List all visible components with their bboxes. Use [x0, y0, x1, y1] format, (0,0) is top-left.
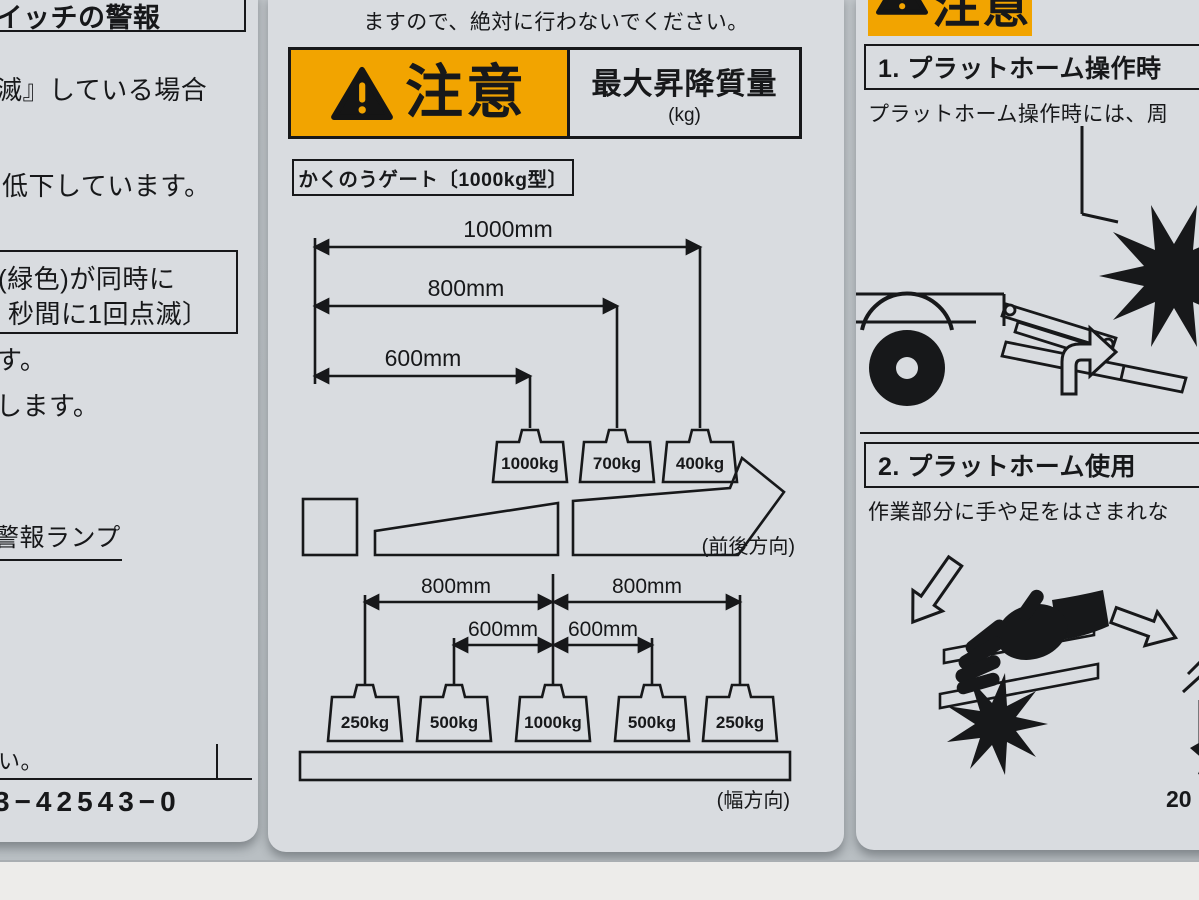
dim-800mm-label: 800mm — [428, 275, 505, 301]
weight-block — [701, 683, 779, 743]
weight-block — [491, 428, 569, 484]
left-line-case: 滅』している場合 — [0, 75, 208, 105]
weight-block — [613, 683, 691, 743]
weight-block — [578, 428, 656, 484]
width-direction-label: (幅方向) — [717, 789, 790, 812]
dim-600mm-label: 600mm — [385, 345, 462, 371]
front-back-dimension-labels: 1000mm 800mm 600mm — [385, 216, 553, 371]
section2-title-box: 2. プラットホーム使用 — [864, 442, 1199, 488]
center-caution-label: ますので、絶対に行わないでください。 注意 最大昇降質量 (kg) かくのうゲー… — [268, 0, 844, 852]
front-back-dimension-lines — [312, 238, 703, 428]
left-table-divider — [216, 744, 218, 778]
front-back-weight-blocks — [491, 428, 739, 484]
weight-250kg-label: 250kg — [716, 713, 764, 732]
section2-title: 2. プラットホーム使用 — [878, 453, 1137, 481]
section-divider — [860, 432, 1199, 434]
caution-title: 注意 — [404, 60, 527, 125]
left-green-box: (緑色)が同時に 秒間に1回点滅〕 — [0, 250, 238, 334]
weight-500kg-label: 500kg — [430, 713, 478, 732]
dim-800mm-right-label: 800mm — [612, 575, 682, 598]
caution-yellow-box: 注意 — [291, 50, 567, 136]
width-dimension-labels: 800mm 800mm 600mm 600mm — [421, 575, 682, 641]
max-load-title: 最大昇降質量 — [591, 68, 778, 101]
weight-250kg-label: 250kg — [341, 713, 389, 732]
truck-wheel — [869, 330, 945, 406]
weight-1000kg-label: 1000kg — [524, 713, 582, 732]
left-green-box-line1: (緑色)が同時に — [0, 264, 176, 294]
right-caution-label: 注意 1. プラットホーム操作時 プラットホーム操作時には、周 — [856, 0, 1199, 850]
weight-block — [415, 683, 493, 743]
hand-icon — [955, 589, 1109, 695]
gate-type-title-box: かくのうゲート〔1000kg型〕 — [292, 159, 574, 196]
weight-700kg-label: 700kg — [593, 454, 641, 473]
weight-1000kg-label: 1000kg — [501, 454, 559, 473]
wall-below-labels — [0, 860, 1199, 900]
load-capacity-diagram: 1000mm 800mm 600mm 1000kg 700kg 400kg — [298, 216, 795, 812]
front-back-weight-labels: 1000kg 700kg 400kg — [501, 454, 724, 473]
dim-800mm-left-label: 800mm — [421, 575, 491, 598]
gate-type-title: かくのうゲート〔1000kg型〕 — [298, 169, 568, 191]
plate-edges-partial — [1181, 660, 1199, 749]
arrow-down-left-icon — [911, 554, 964, 625]
weight-block — [326, 683, 404, 743]
left-top-box-text: スイッチの警報 — [0, 3, 161, 33]
caution-header: 注意 最大昇降質量 (kg) — [288, 47, 802, 139]
left-part-number-rule — [0, 778, 252, 780]
truck-tail-lift-illustration — [856, 126, 1199, 406]
weight-500kg-label: 500kg — [628, 713, 676, 732]
left-green-box-line2: 秒間に1回点滅〕 — [8, 299, 209, 329]
warning-triangle-icon — [876, 0, 928, 15]
alarm-lamp-label-box: 警報ランプ — [0, 518, 122, 561]
part-number: 3−42543−0 — [0, 786, 181, 817]
dim-600mm-right-label: 600mm — [568, 618, 638, 641]
left-warning-label: スイッチの警報 滅』している場合 低下しています。 (緑色)が同時に 秒間に1回… — [0, 0, 258, 842]
max-load-unit: (kg) — [668, 105, 701, 126]
truck-body-lines — [856, 126, 1119, 331]
impact-starburst-partial-icon — [1190, 742, 1199, 775]
section2-body: 作業部分に手や足をはさまれな — [868, 501, 1169, 524]
left-line-i: い。 — [0, 749, 44, 774]
right-caution-header-partial: 注意 — [868, 0, 1032, 36]
impact-starburst-icon — [947, 673, 1048, 775]
center-top-warning-text: ますので、絶対に行わないでください。 — [363, 11, 749, 34]
weight-400kg-label: 400kg — [676, 454, 724, 473]
front-back-platform — [301, 455, 786, 557]
section1-title-box: 1. プラットホーム操作時 — [864, 44, 1199, 90]
pinch-hazard-illustration — [911, 554, 1199, 775]
width-platform — [298, 750, 792, 782]
arrow-right-icon — [1108, 605, 1179, 648]
section1-title: 1. プラットホーム操作時 — [878, 55, 1162, 83]
weight-block — [514, 683, 592, 743]
width-weight-blocks — [326, 683, 779, 743]
dim-1000mm-label: 1000mm — [463, 216, 552, 242]
rotation-arrow-icon — [1060, 324, 1119, 396]
impact-starburst-icon — [1099, 205, 1199, 347]
left-line-lowered: 低下しています。 — [2, 171, 211, 201]
caution-title-partial: 注意 — [932, 0, 1032, 33]
dim-600mm-left-label: 600mm — [468, 618, 538, 641]
max-load-box: 最大昇降質量 (kg) — [567, 50, 799, 136]
front-back-direction-label: (前後方向) — [702, 535, 795, 558]
left-line-shimasu: します。 — [0, 391, 100, 421]
section1-body: プラットホーム操作時には、周 — [868, 103, 1169, 126]
weight-block — [661, 428, 739, 484]
corner-number: 20 — [1166, 786, 1192, 812]
width-dimension-lines — [362, 574, 743, 685]
warning-triangle-icon — [331, 66, 393, 121]
left-top-box — [0, 0, 246, 32]
left-line-su: す。 — [0, 345, 47, 375]
alarm-lamp-label: 警報ランプ — [0, 524, 121, 552]
width-weight-labels: 250kg 500kg 1000kg 500kg 250kg — [341, 713, 764, 732]
